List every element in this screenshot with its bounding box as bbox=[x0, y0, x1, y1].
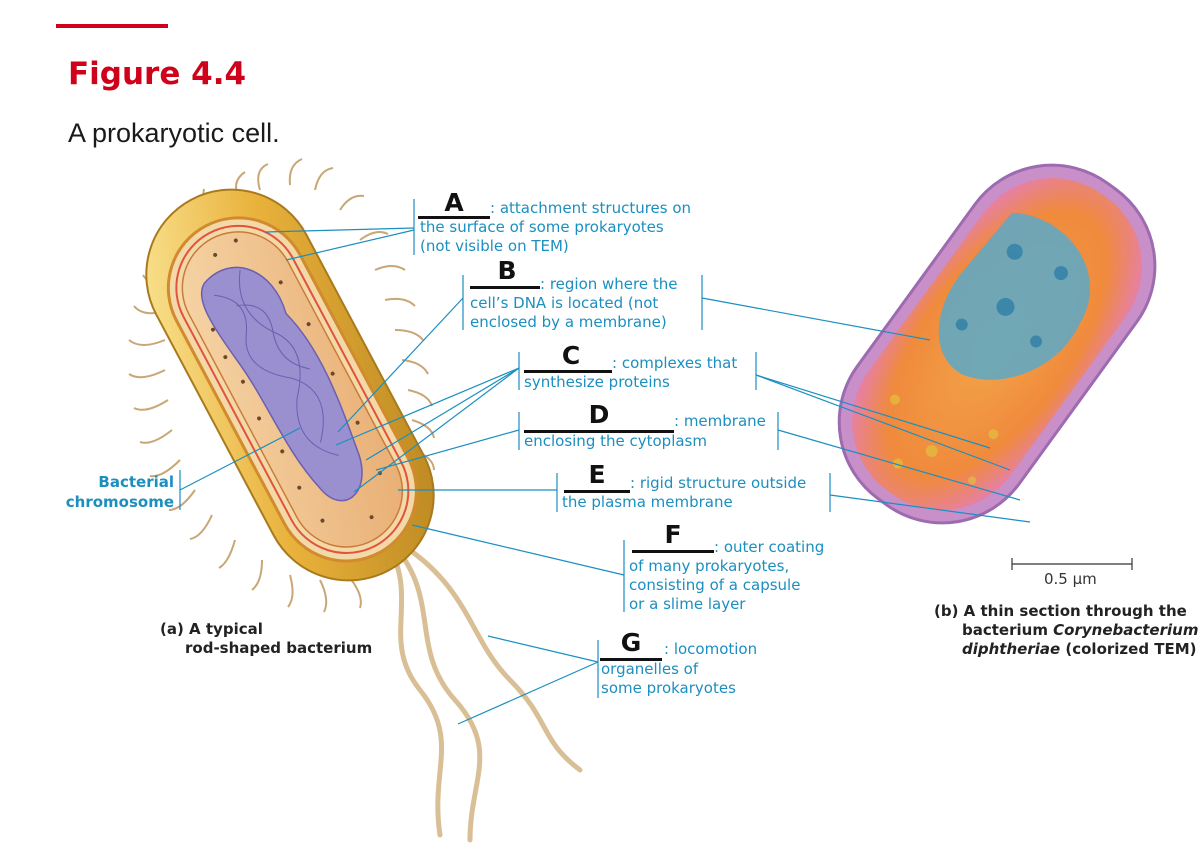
label-a-line3: (not visible on TEM) bbox=[420, 237, 569, 255]
label-letter-g: G bbox=[620, 628, 642, 657]
label-letter-c: C bbox=[561, 341, 581, 370]
answer-blank-c bbox=[524, 370, 612, 373]
label-g-line1: : locomotion bbox=[664, 640, 758, 658]
caption-b-line2: bacterium Corynebacterium bbox=[962, 621, 1199, 639]
label-f-line2: of many prokaryotes, bbox=[629, 557, 790, 575]
leader-lines bbox=[179, 199, 1031, 725]
answer-blank-b bbox=[470, 286, 540, 289]
bacterium-body bbox=[145, 188, 435, 582]
chromosome-label: Bacterial chromosome bbox=[65, 473, 174, 511]
answer-blank-f bbox=[632, 550, 714, 553]
figure-subtitle: A prokaryotic cell. bbox=[68, 118, 280, 148]
answer-blank-e bbox=[564, 490, 630, 493]
caption-b-line3: diphtheriae (colorized TEM) bbox=[962, 640, 1197, 658]
label-e-line1: : rigid structure outside bbox=[630, 474, 807, 492]
label-letter-e: E bbox=[588, 460, 606, 489]
label-c-line1: : complexes that bbox=[612, 354, 738, 372]
label-d-line1: : membrane bbox=[674, 412, 766, 430]
scale-bar bbox=[1011, 558, 1133, 570]
label-b-line2: cell’s DNA is located (not bbox=[470, 294, 659, 312]
caption-a-line1: (a) A typical bbox=[160, 620, 263, 638]
label-f-line1: : outer coating bbox=[714, 538, 825, 556]
flagella bbox=[385, 542, 583, 843]
label-d-line2: enclosing the cytoplasm bbox=[524, 432, 707, 450]
label-b-line1: : region where the bbox=[540, 275, 678, 293]
answer-blank-g bbox=[600, 658, 662, 661]
label-g-line3: some prokaryotes bbox=[601, 679, 736, 697]
label-f-line4: or a slime layer bbox=[629, 595, 746, 613]
tem-micrograph bbox=[837, 163, 1157, 525]
label-letter-b: B bbox=[497, 256, 517, 285]
label-f-line3: consisting of a capsule bbox=[629, 576, 801, 594]
caption-b-line1: (b) A thin section through the bbox=[934, 602, 1187, 620]
label-letter-a: A bbox=[444, 188, 464, 217]
label-a-line1: : attachment structures on bbox=[490, 199, 692, 217]
label-letter-d: D bbox=[588, 400, 610, 429]
caption-a-line2: rod-shaped bacterium bbox=[185, 639, 373, 657]
scale-bar-label: 0.5 µm bbox=[1044, 570, 1097, 588]
accent-rule bbox=[56, 24, 168, 28]
label-a-line2: the surface of some prokaryotes bbox=[420, 218, 664, 236]
label-letter-f: F bbox=[664, 520, 682, 549]
answer-blank-a bbox=[418, 216, 490, 219]
label-c-line2: synthesize proteins bbox=[524, 373, 670, 391]
answer-blank-d bbox=[524, 430, 674, 433]
label-b-line3: enclosed by a membrane) bbox=[470, 313, 667, 331]
label-g-line2: organelles of bbox=[601, 660, 699, 678]
figure-number: Figure 4.4 bbox=[68, 56, 247, 92]
label-e-line2: the plasma membrane bbox=[562, 493, 733, 511]
